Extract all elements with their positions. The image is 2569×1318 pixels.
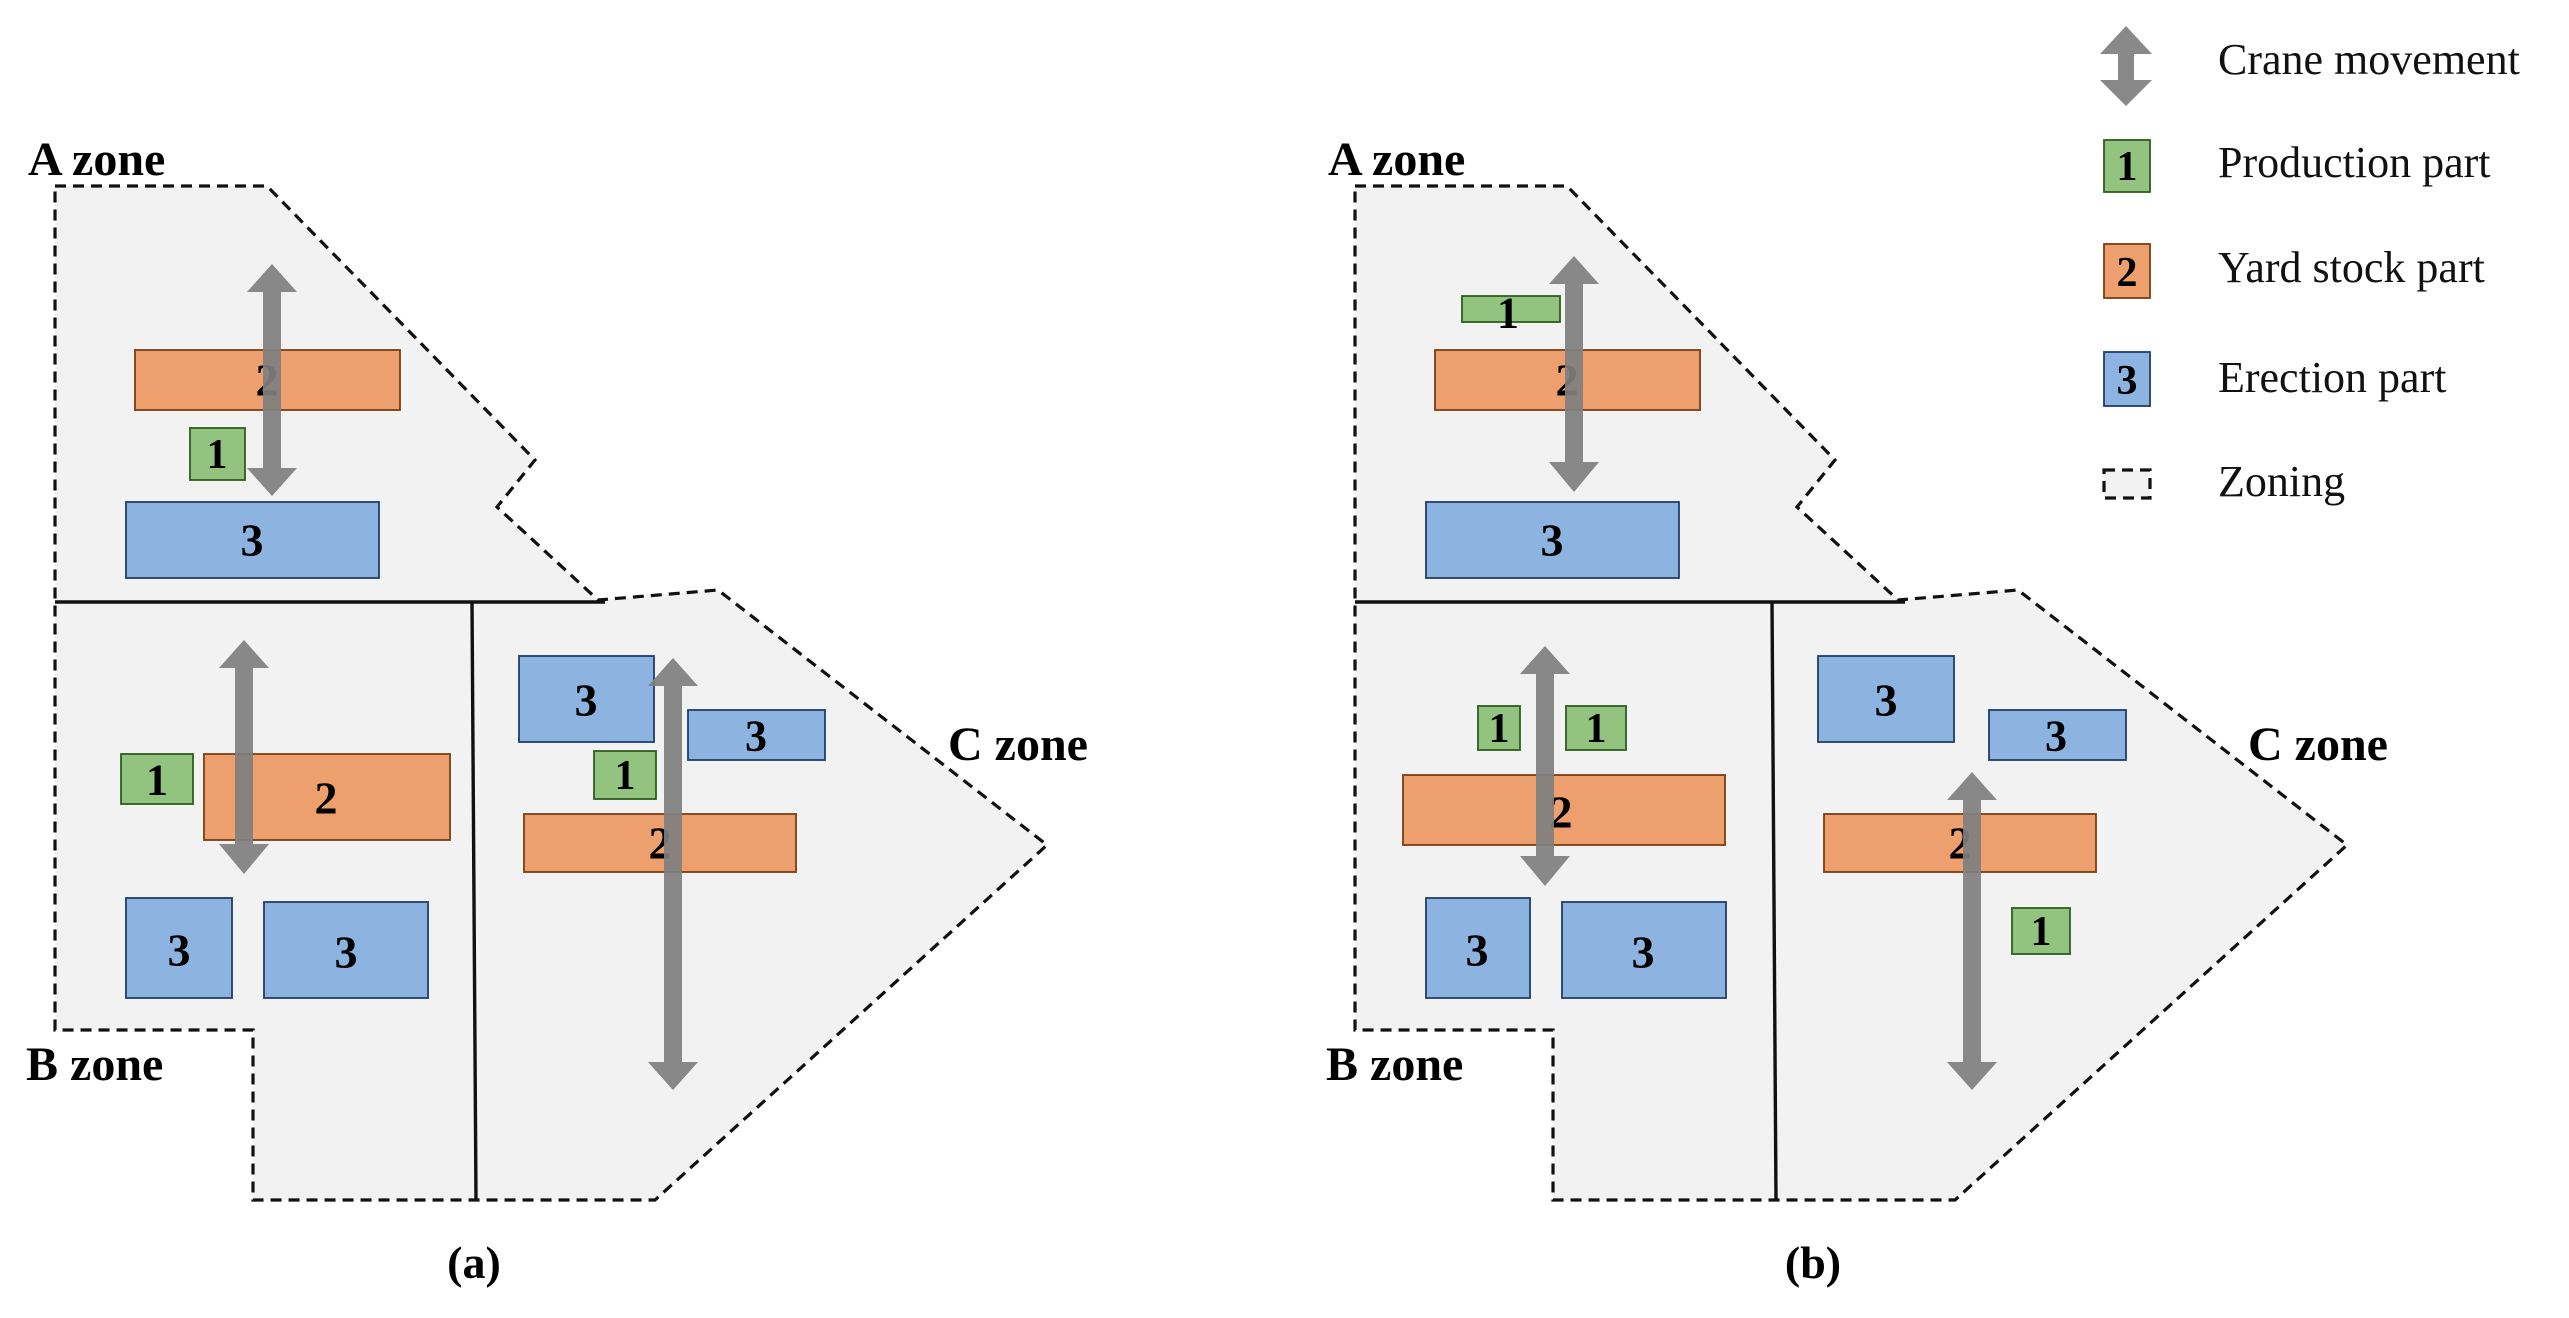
panel-a: A zone B zone C zone 2 1 3 1 2 3 bbox=[26, 133, 1088, 1288]
legend-item-production: 1 Production part bbox=[2103, 138, 2491, 193]
crane-movement-arrow bbox=[1549, 256, 1599, 492]
part-number: 3 bbox=[1466, 925, 1489, 976]
zoning-swatch bbox=[2102, 468, 2152, 500]
part-box: 2 bbox=[1823, 813, 2097, 873]
panel-caption: (b) bbox=[1785, 1237, 1841, 1288]
zone-divider-vertical bbox=[470, 601, 478, 1201]
legend-swatch-number: 1 bbox=[2117, 144, 2138, 190]
part-box: 3 bbox=[1561, 901, 1727, 999]
legend-swatch-number: 2 bbox=[2117, 250, 2138, 296]
zone-label-b: B zone bbox=[1326, 1038, 1463, 1091]
zone-divider-vertical bbox=[1770, 601, 1778, 1201]
part-number: 3 bbox=[335, 927, 358, 978]
part-number: 2 bbox=[315, 773, 338, 824]
part-box: 1 bbox=[593, 750, 657, 800]
crane-movement-arrow bbox=[648, 658, 698, 1090]
part-number: 1 bbox=[1497, 289, 1519, 338]
part-number: 2 bbox=[1550, 787, 1573, 838]
part-box: 1 bbox=[2011, 907, 2071, 955]
part-box: 1 bbox=[1477, 705, 1521, 752]
part-number: 1 bbox=[615, 753, 636, 799]
part-box: 1 bbox=[1565, 705, 1627, 752]
part-number: 3 bbox=[241, 515, 264, 566]
crane-movement-arrow bbox=[219, 640, 269, 874]
legend-label: Production part bbox=[2218, 138, 2491, 187]
legend-swatch-number: 3 bbox=[2117, 358, 2138, 404]
part-number: 3 bbox=[1541, 515, 1564, 566]
legend-item-erection: 3 Erection part bbox=[2103, 351, 2446, 407]
yard-stock-part-swatch bbox=[2103, 243, 2151, 299]
crane-movement-arrow bbox=[1947, 772, 1997, 1090]
part-box: 3 bbox=[1425, 501, 1680, 579]
legend-label: Yard stock part bbox=[2218, 243, 2485, 292]
part-box: 3 bbox=[1425, 897, 1531, 999]
erection-part-swatch bbox=[2103, 351, 2151, 407]
zone-label-c: C zone bbox=[2248, 718, 2388, 771]
panel-caption: (a) bbox=[447, 1237, 501, 1288]
legend: Crane movement 1 Production part 2 Yard … bbox=[2100, 26, 2520, 506]
zone-label-c: C zone bbox=[948, 718, 1088, 771]
production-part-swatch bbox=[2103, 139, 2151, 193]
crane-movement-arrow bbox=[247, 264, 297, 496]
part-box: 3 bbox=[1817, 655, 1955, 743]
part-box: 3 bbox=[125, 501, 380, 579]
part-number: 1 bbox=[146, 756, 168, 805]
part-box: 3 bbox=[518, 655, 655, 743]
part-box: 1 bbox=[120, 753, 194, 805]
part-number: 1 bbox=[1489, 706, 1510, 752]
part-number: 3 bbox=[575, 675, 598, 726]
part-number: 3 bbox=[1632, 927, 1655, 978]
legend-label: Crane movement bbox=[2218, 35, 2520, 84]
part-box: 2 bbox=[523, 813, 797, 873]
zone-label-a: A zone bbox=[28, 133, 165, 186]
part-box: 3 bbox=[263, 901, 429, 999]
legend-item-zoning: Zoning bbox=[2102, 457, 2345, 506]
legend-item-crane: Crane movement bbox=[2100, 26, 2520, 106]
zone-label-b: B zone bbox=[26, 1038, 163, 1091]
part-number: 3 bbox=[168, 925, 191, 976]
part-box: 3 bbox=[1988, 709, 2127, 761]
legend-label: Zoning bbox=[2218, 457, 2345, 506]
part-box: 3 bbox=[687, 709, 826, 761]
part-number: 1 bbox=[2031, 909, 2052, 955]
part-number: 3 bbox=[2045, 712, 2067, 761]
part-box: 1 bbox=[1461, 289, 1561, 338]
part-number: 1 bbox=[1586, 706, 1607, 752]
legend-label: Erection part bbox=[2218, 353, 2446, 402]
panel-b: A zone B zone C zone 1 2 3 1 1 2 bbox=[1326, 133, 2388, 1288]
legend-item-yard: 2 Yard stock part bbox=[2103, 243, 2485, 299]
part-number: 3 bbox=[1875, 675, 1898, 726]
part-number: 1 bbox=[207, 432, 228, 478]
part-box: 1 bbox=[189, 427, 246, 481]
part-box: 2 bbox=[1402, 774, 1726, 846]
part-box: 3 bbox=[125, 897, 233, 999]
part-number: 3 bbox=[745, 712, 767, 761]
crane-arrow-icon bbox=[2100, 26, 2152, 106]
crane-movement-arrow bbox=[1520, 646, 1570, 886]
zone-label-a: A zone bbox=[1328, 133, 1465, 186]
